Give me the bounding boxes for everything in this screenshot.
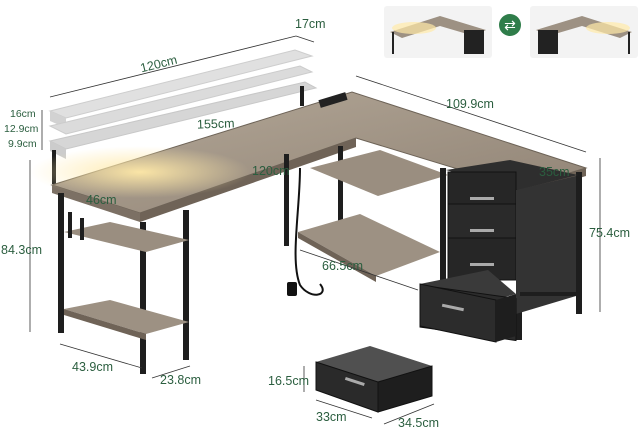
drawer-width-label: 33cm	[316, 410, 347, 424]
detached-drawer	[315, 346, 433, 413]
base-width-label: 23.8cm	[160, 373, 201, 387]
gap-top-label: 16cm	[10, 108, 36, 120]
hutch-shelves	[48, 49, 318, 159]
height-right-label: 75.4cm	[589, 226, 630, 240]
swap-arrows-icon: ⇄	[499, 14, 521, 36]
side-length-label: 109.9cm	[446, 97, 494, 111]
gap-low-label: 9.9cm	[8, 138, 37, 150]
gap-mid-label: 12.9cm	[4, 123, 39, 135]
drawer-stack	[447, 171, 576, 314]
desk-depth-label: 46cm	[86, 193, 117, 207]
right-orientation-thumbnail	[530, 6, 638, 58]
left-orientation-thumbnail	[384, 6, 492, 58]
base-depth-label: 43.9cm	[72, 360, 113, 374]
desk-length-label: 155cm	[196, 116, 235, 132]
shelf-depth-label: 17cm	[295, 17, 326, 31]
inner-length-label: 120cm	[252, 164, 290, 178]
drawer-depth-label: 34.5cm	[398, 416, 439, 430]
cabinet-gap-label: 66.5cm	[322, 259, 363, 273]
height-left-label: 84.3cm	[1, 243, 42, 257]
drawer-height-label: 16.5cm	[268, 374, 309, 388]
side-depth-label: 35cm	[539, 165, 570, 179]
